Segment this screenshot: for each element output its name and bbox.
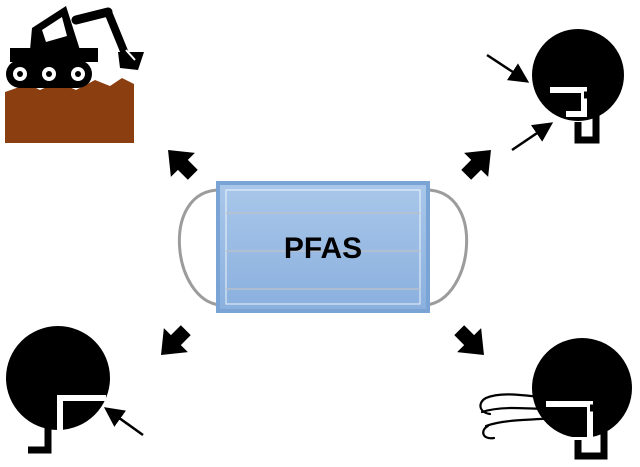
arrow-down-right-icon xyxy=(454,325,484,355)
head-silhouette xyxy=(532,29,624,121)
head-mouth-intake-icon xyxy=(6,326,144,454)
arrow-up-left-icon xyxy=(168,150,198,180)
center-label: PFAS xyxy=(284,232,362,265)
excavator-tracks xyxy=(6,60,92,88)
intake-arrow xyxy=(103,407,144,437)
air-flow-lines xyxy=(479,393,564,440)
mask-inner-border xyxy=(225,189,421,305)
face-outline xyxy=(550,87,587,117)
mask-strap-right xyxy=(425,188,469,307)
face-outline xyxy=(28,395,106,449)
mask-strap-left xyxy=(177,188,221,307)
soil-mound xyxy=(5,78,134,143)
excavator-arm xyxy=(71,7,144,70)
arrow-up-right-icon xyxy=(461,150,491,180)
intake-arrow-lower xyxy=(511,122,554,152)
intake-arrow-upper xyxy=(486,53,530,83)
head-mouth-inhalation-icon xyxy=(486,29,624,152)
head-silhouette xyxy=(532,338,632,438)
arrow-down-left-icon xyxy=(161,325,191,355)
head-nose-breathing-icon xyxy=(479,338,632,460)
neck-jaw xyxy=(574,91,600,144)
neck-jaw xyxy=(28,405,52,454)
head-silhouette xyxy=(6,326,110,430)
face-mask-icon: PFAS xyxy=(177,181,469,313)
neck-jaw xyxy=(574,404,608,460)
excavator-cab xyxy=(10,6,98,62)
excavator-on-soil-icon xyxy=(5,6,144,143)
